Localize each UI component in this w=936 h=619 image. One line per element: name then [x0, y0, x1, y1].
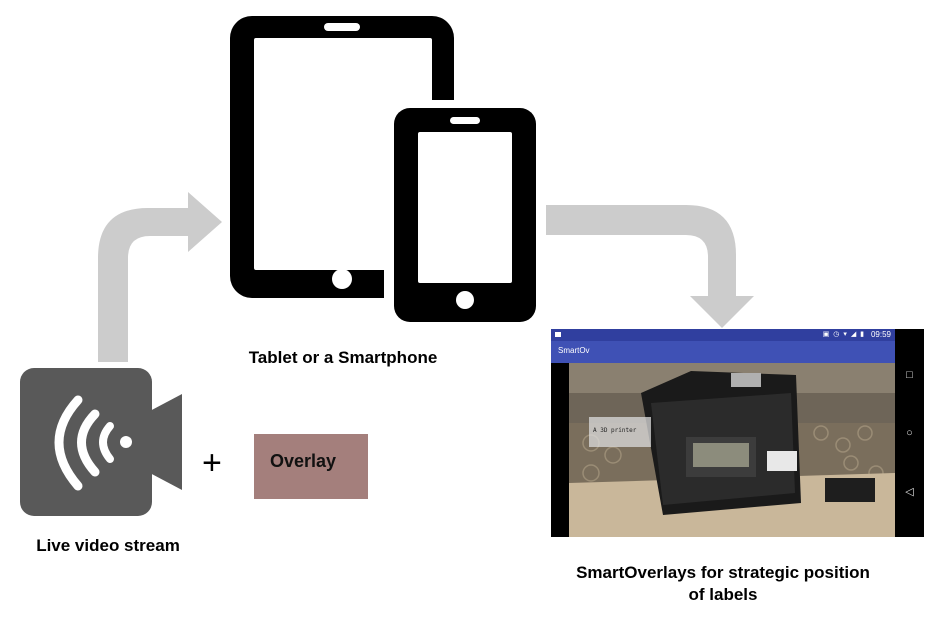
arrow-video-to-device [98, 192, 222, 362]
app-bar: SmartOv [551, 341, 895, 363]
smartphone-icon [384, 100, 546, 332]
status-time: 09:59 [870, 330, 891, 339]
arrow-device-to-result [541, 205, 754, 328]
camera-photo [569, 363, 895, 537]
android-nav-bar: □ ○ ◁ [895, 329, 924, 537]
status-notification-icon [555, 332, 561, 337]
home-button[interactable]: ○ [906, 427, 913, 439]
result-caption-line1: SmartOverlays for strategic position [576, 563, 870, 582]
status-bar: ▣ ◷ ▾ ◢ ▮ 09:59 [551, 329, 895, 341]
back-button[interactable]: ◁ [905, 486, 914, 498]
overlay-box: Overlay [254, 434, 368, 499]
status-icons: ▣ ◷ ▾ ◢ ▮ [822, 331, 865, 338]
camera-view: A 3D printer [551, 363, 895, 537]
recents-button[interactable]: □ [906, 369, 913, 381]
app-screenshot: ▣ ◷ ▾ ◢ ▮ 09:59 SmartOv [551, 329, 924, 537]
device-caption: Tablet or a Smartphone [248, 348, 438, 367]
overlay-label: Overlay [270, 451, 337, 471]
video-caption: Live video stream [36, 536, 180, 555]
result-caption-line2: of labels [688, 585, 758, 604]
app-title: SmartOv [558, 346, 590, 355]
ar-label: A 3D printer [589, 417, 651, 447]
ar-label-text: A 3D printer [593, 427, 637, 434]
video-camera-icon [20, 368, 182, 516]
plus-operator: + [202, 444, 222, 482]
